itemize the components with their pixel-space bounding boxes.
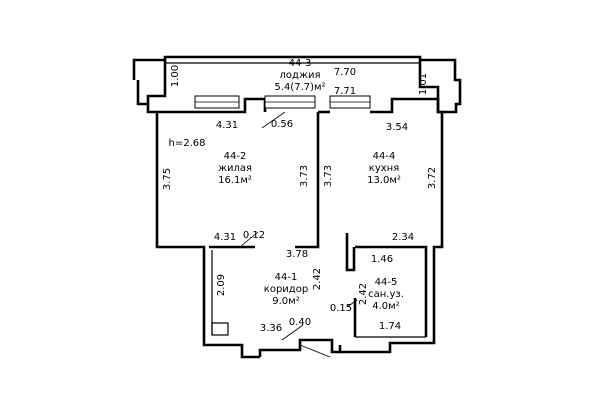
kitchen-name: кухня: [369, 163, 399, 174]
bathroom-number: 44-5: [375, 277, 398, 288]
living-room-wall: [146, 104, 260, 359]
entrance-wall: [258, 338, 342, 357]
dim-corridor-top: 3.78: [286, 249, 308, 260]
dim-loggia-inner: 7.71: [334, 86, 356, 97]
room-label-loggia: 44-3 лоджия 5.4(7.7)м²: [274, 58, 325, 93]
room-label-kitchen: 44-4 кухня 13.0м²: [367, 151, 401, 186]
bathroom-wall: [345, 233, 356, 272]
dim-corridor-right: 2.42: [312, 268, 323, 290]
bathroom-name: сан.уз.: [368, 289, 404, 300]
dim-corridor-bottom: 3.36: [260, 323, 282, 334]
dim-bath-bottom: 1.74: [379, 321, 401, 332]
loggia-area: 5.4(7.7)м²: [274, 82, 325, 93]
living-area: 16.1м²: [218, 175, 252, 186]
room-label-corridor: 44-1 коридор 9.0м²: [264, 272, 308, 307]
dimension-labels: 1.00 7.70 1.01 7.71 4.31 0.56 3.75 3.73 …: [162, 65, 438, 334]
walls: [132, 55, 462, 359]
living-name: жилая: [218, 163, 252, 174]
corridor-number: 44-1: [275, 272, 298, 283]
corridor-area: 9.0м²: [272, 296, 299, 307]
kitchen-area: 13.0м²: [367, 175, 401, 186]
dim-bath-jog: 0.15: [330, 303, 352, 314]
dim-loggia-right: 1.01: [418, 73, 429, 95]
kitchen-number: 44-4: [373, 151, 396, 162]
dim-living-opening: 0.56: [271, 119, 293, 130]
dim-kitchen-right: 3.72: [427, 167, 438, 189]
dim-bath-left: 2.42: [358, 283, 369, 305]
leaders: [239, 111, 358, 341]
living-number: 44-2: [224, 151, 247, 162]
corridor-name: коридор: [264, 284, 308, 295]
dim-loggia-length: 7.70: [334, 67, 356, 78]
dim-bath-top: 1.46: [371, 254, 393, 265]
dim-corridor-left: 2.09: [216, 274, 227, 296]
loggia-name: лоджия: [280, 70, 321, 81]
room-label-living: 44-2 жилая 16.1м²: [218, 151, 252, 186]
dim-kitchen-left: 3.73: [323, 165, 334, 187]
dim-corridor-jog: 0.40: [289, 317, 311, 328]
room-label-bathroom: 44-5 сан.уз. 4.0м²: [368, 277, 404, 312]
bathroom-area: 4.0м²: [372, 301, 399, 312]
ceiling-height: h=2.68: [169, 138, 206, 149]
dim-loggia-left: 1.00: [170, 65, 181, 87]
kitchen-wall: [340, 97, 444, 354]
loggia-number: 44-3: [289, 58, 312, 69]
windows: [194, 95, 371, 109]
entrance-door-swing: [299, 344, 331, 358]
partition-living-corridor: [295, 112, 320, 249]
dim-living-bottom: 4.31: [214, 232, 236, 243]
dim-living-right: 3.73: [299, 165, 310, 187]
corridor-niche: [211, 322, 229, 336]
loggia-left-pier: [136, 60, 167, 106]
dim-kitchen-bottom: 2.34: [392, 232, 414, 243]
kitchen-bottom-wall: [355, 245, 428, 337]
dim-kitchen-top: 3.54: [386, 122, 408, 133]
dim-living-bottom-jog: 0.12: [243, 230, 265, 241]
dim-living-top: 4.31: [216, 120, 238, 131]
dim-living-left: 3.75: [162, 168, 173, 190]
